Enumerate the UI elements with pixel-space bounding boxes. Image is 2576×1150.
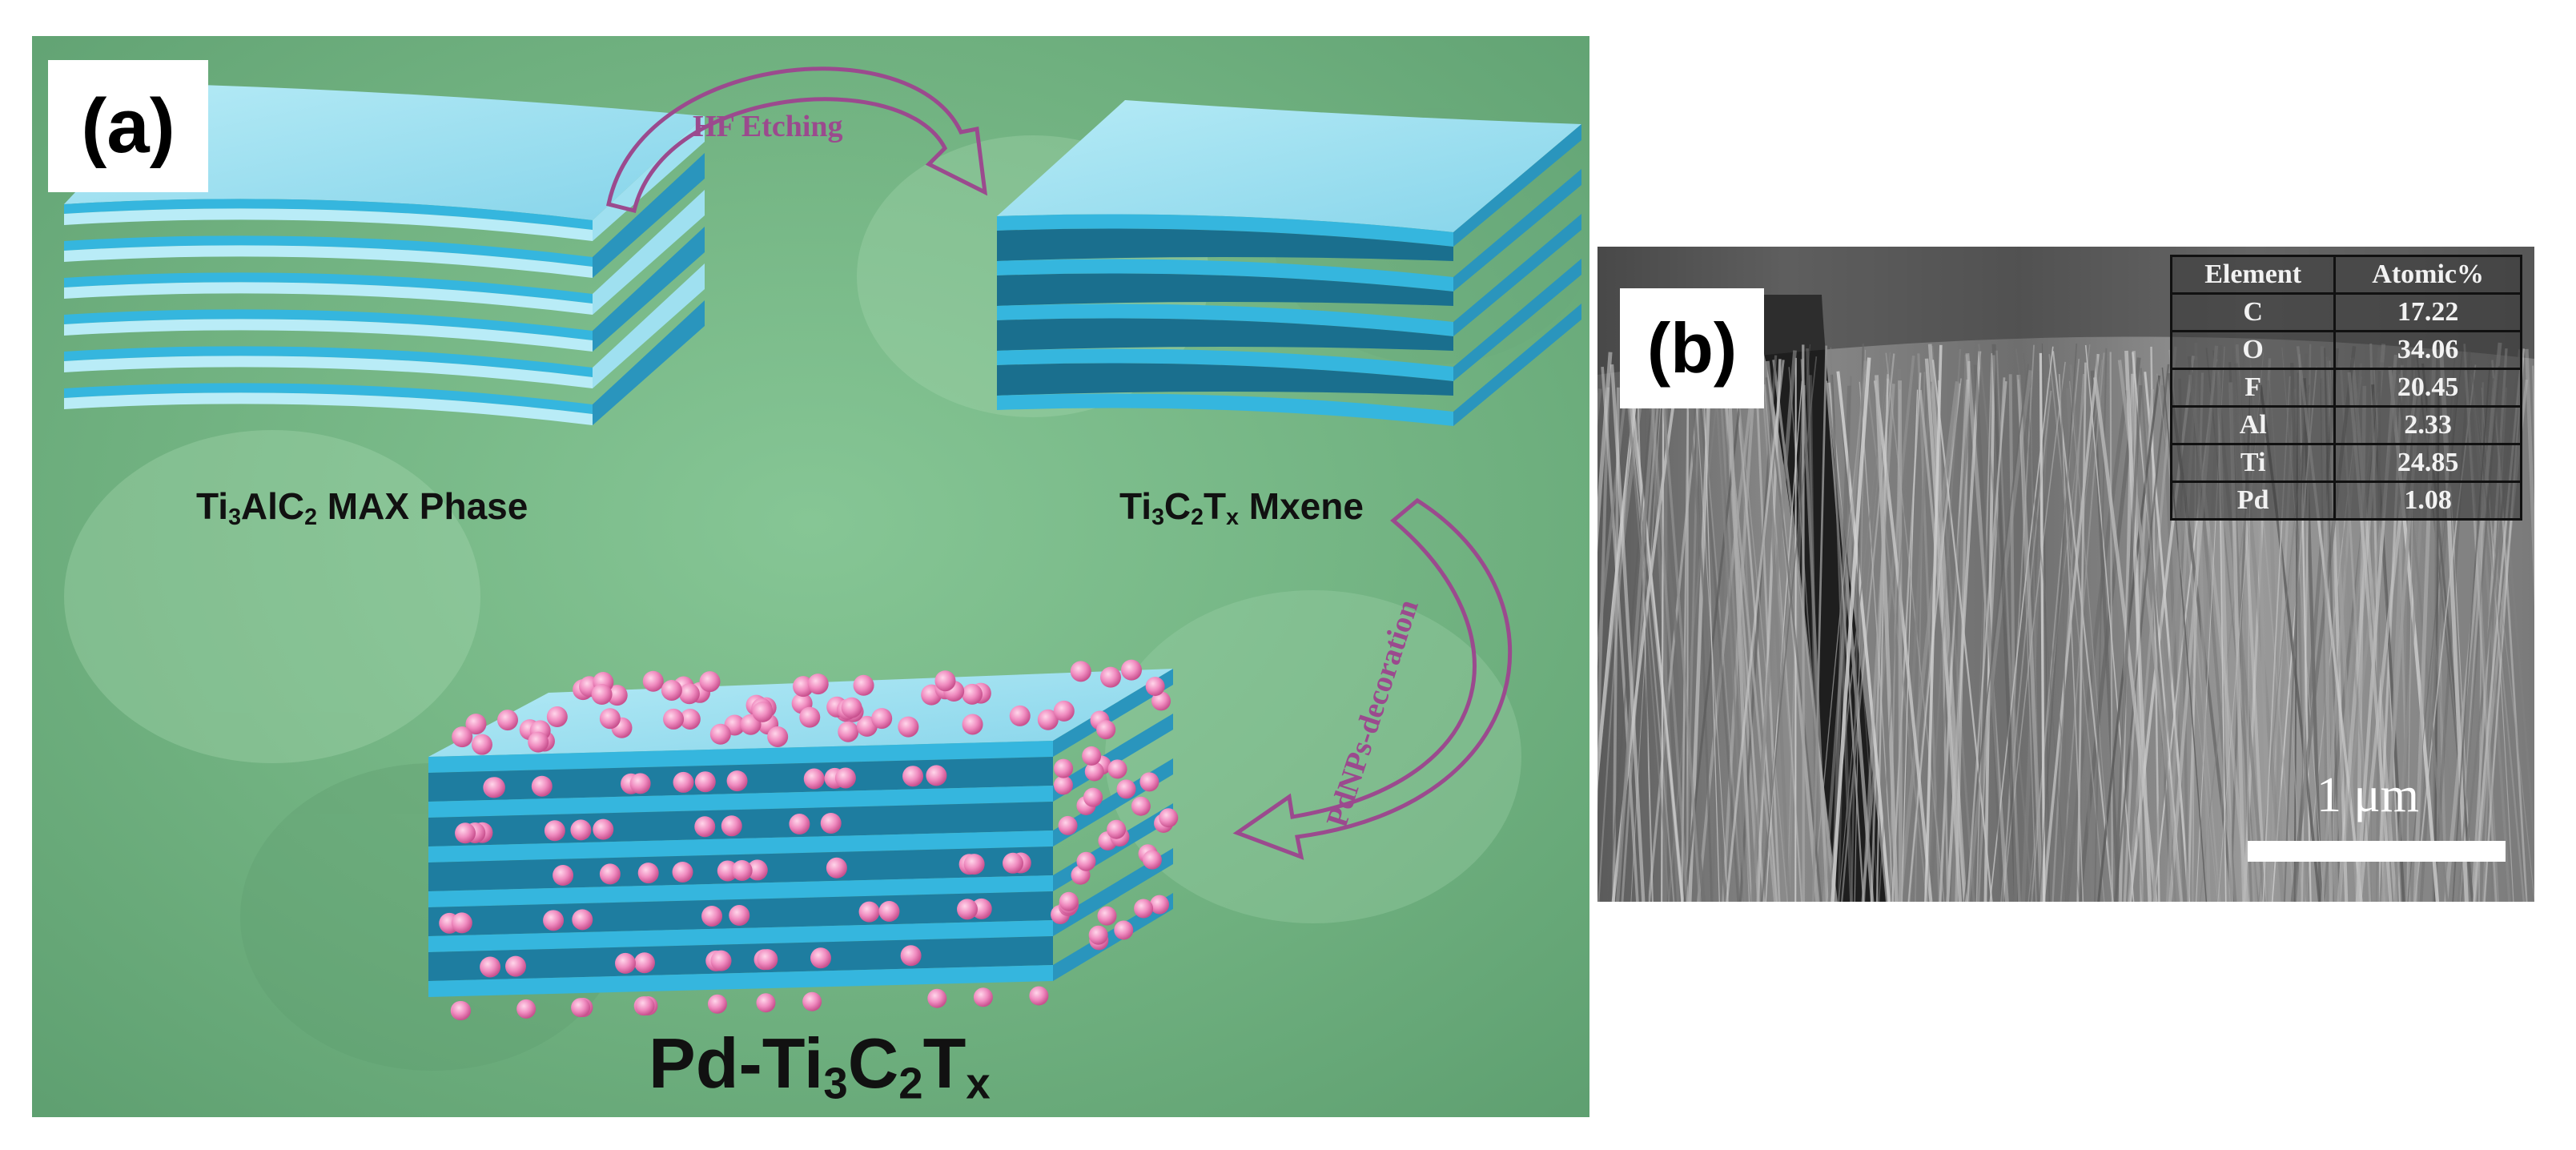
atomic-percent-cell: 20.45 [2333, 368, 2522, 408]
max-phase-stack [64, 84, 705, 425]
hf-etching-label: HF Etching [693, 110, 843, 143]
panel-a-illustration: HF Etching PdNPs-decoration [32, 36, 1589, 1117]
mxene-caption: Ti3C2Tx Mxene [1119, 485, 1364, 531]
header-atomic-percent: Atomic% [2333, 255, 2522, 295]
table-header-row: Element Atomic% [2169, 255, 2522, 295]
panel-a-schematic: HF Etching PdNPs-decoration (a) Ti3AlC2 … [32, 36, 1589, 1117]
element-cell: O [2169, 330, 2337, 370]
hf-etching-arrow [606, 66, 988, 214]
atomic-percent-cell: 34.06 [2333, 330, 2522, 370]
header-element: Element [2169, 255, 2337, 295]
panel-b-label: (b) [1620, 288, 1764, 408]
element-cell: Ti [2169, 443, 2337, 483]
atomic-percent-cell: 17.22 [2333, 292, 2522, 332]
pd-decoration-arrow [1232, 497, 1513, 860]
element-cell: F [2169, 368, 2337, 408]
atomic-percent-cell: 1.08 [2333, 481, 2522, 521]
pd-mxene-caption: Pd-Ti3C2Tx [649, 1023, 991, 1108]
scale-bar-label: 1 μm [2317, 768, 2419, 822]
mxene-stack [997, 100, 1581, 426]
element-cell: C [2169, 292, 2337, 332]
pd-nanoparticles [439, 659, 1179, 1020]
panel-a-label: (a) [48, 60, 208, 192]
max-phase-caption: Ti3AlC2 MAX Phase [196, 485, 528, 531]
atomic-percent-cell: 2.33 [2333, 405, 2522, 445]
scale-bar [2248, 841, 2506, 862]
atomic-percent-cell: 24.85 [2333, 443, 2522, 483]
element-cell: Al [2169, 405, 2337, 445]
element-cell: Pd [2169, 481, 2337, 521]
